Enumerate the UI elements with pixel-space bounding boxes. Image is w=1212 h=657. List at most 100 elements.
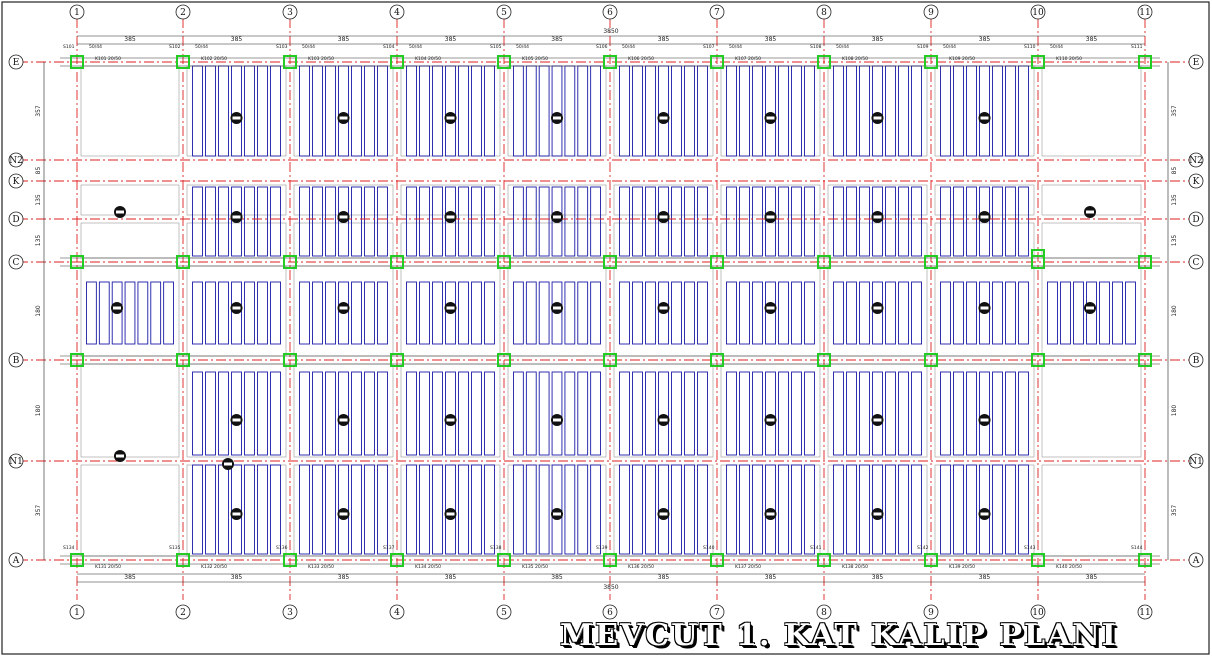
slab-panel — [613, 363, 714, 458]
joist-rib — [966, 371, 977, 456]
dim-label-left: 357 — [35, 105, 42, 117]
joist-rib — [791, 186, 802, 257]
joist-rib — [1099, 281, 1110, 345]
slab-panel — [827, 363, 928, 458]
joist-rib — [684, 464, 695, 555]
slab-panel — [80, 363, 180, 458]
joist-rib — [846, 371, 857, 456]
joist-rib — [684, 281, 695, 345]
joist-rib — [619, 186, 630, 257]
joist-rib — [885, 371, 896, 456]
dim-total-bottom: 3850 — [603, 584, 618, 591]
slab-marker-bar — [766, 306, 775, 310]
joist-rib — [471, 371, 482, 456]
dim-label-bottom: 385 — [1086, 574, 1098, 581]
joist-rib — [192, 371, 203, 456]
joist-rib — [244, 371, 255, 456]
section-tag: 50/44 — [943, 44, 956, 50]
joist-rib — [377, 371, 388, 456]
joist-rib — [564, 281, 576, 345]
slab-panel — [400, 363, 501, 458]
axis-bubble-bottom-label: 5 — [501, 608, 507, 618]
joist-rib — [739, 186, 750, 257]
joist-rib — [992, 186, 1003, 257]
joist-rib — [377, 65, 388, 157]
slab-panel — [293, 363, 394, 458]
joist-rib — [312, 186, 323, 257]
joist-rib — [658, 186, 669, 257]
joist-rib — [192, 186, 203, 257]
slab-markers — [111, 112, 1096, 520]
axis-bubble-right — [1188, 552, 1204, 568]
column — [710, 353, 724, 367]
axis-bubble-right-label: B — [1193, 356, 1200, 366]
axis-bubble-bottom — [709, 604, 725, 620]
dim-label-bottom: 385 — [979, 574, 991, 581]
axis-bubble-bottom-label: 4 — [394, 608, 400, 618]
joist-rib — [1125, 281, 1136, 345]
slab-marker-bar — [980, 418, 989, 422]
joist-rib — [992, 281, 1003, 345]
axis-bubble-bottom — [602, 604, 618, 620]
beam-tag-bottom: K135 20/50 — [522, 564, 548, 570]
axis-bubble-left-label: A — [12, 556, 20, 566]
section-tag: 50/44 — [729, 44, 742, 50]
slab-panel — [934, 222, 1035, 259]
joist-rib — [338, 65, 349, 157]
joist-rib — [1018, 371, 1029, 456]
axis-bubble-bottom — [389, 604, 405, 620]
joist-rib — [525, 281, 537, 345]
joist-rib — [564, 186, 576, 257]
column — [497, 553, 511, 567]
joist-rib — [1018, 464, 1029, 555]
joist-rib — [513, 186, 524, 257]
joist-rib — [111, 281, 123, 345]
joist-rib — [205, 281, 216, 345]
joist-rib — [645, 371, 656, 456]
slab-panel — [934, 65, 1035, 157]
slab-marker-bar — [553, 306, 561, 310]
column — [924, 255, 938, 269]
joist-rib — [752, 371, 763, 456]
joist-rib — [752, 464, 763, 555]
axis-bubble-left — [8, 54, 24, 70]
joist-rib — [671, 464, 682, 555]
joist-rib — [846, 464, 857, 555]
slab-panel — [80, 184, 180, 216]
beam-tag-top: K103 20/50 — [308, 56, 334, 62]
slab-panel — [507, 184, 607, 216]
joist-rib — [898, 65, 909, 157]
column — [283, 353, 297, 367]
dim-label-right: 85 — [1171, 167, 1178, 175]
column — [603, 353, 617, 367]
joist-rib — [898, 281, 909, 345]
dim-label-bottom: 385 — [338, 574, 350, 581]
dim-total-top: 3850 — [603, 28, 618, 35]
column — [70, 553, 84, 567]
axis-bubble-left-label: N1 — [9, 457, 23, 467]
joist-rib — [432, 281, 443, 345]
joist-rib — [765, 65, 776, 157]
column — [710, 55, 724, 69]
dim-label-right: 357 — [1171, 105, 1178, 117]
joist-rib — [804, 371, 815, 456]
joist-rib — [911, 464, 922, 555]
joist-rib — [471, 464, 482, 555]
column — [283, 55, 297, 69]
joist-rib — [619, 464, 630, 555]
joist-rib — [458, 371, 469, 456]
joist-rib — [979, 371, 990, 456]
joist-rib — [205, 186, 216, 257]
joist-rib — [351, 65, 362, 157]
joist-rib — [590, 281, 601, 345]
joist-rib — [513, 464, 524, 555]
joist-rib — [1086, 281, 1097, 345]
axis-bubble-top-label: 4 — [394, 8, 400, 18]
axis-bubble-top-label: 6 — [607, 8, 613, 18]
slab-panel — [720, 363, 821, 458]
slab-panel — [400, 184, 501, 216]
joist-rib — [432, 371, 443, 456]
slab-panel — [80, 65, 180, 157]
joist-rib — [979, 65, 990, 157]
